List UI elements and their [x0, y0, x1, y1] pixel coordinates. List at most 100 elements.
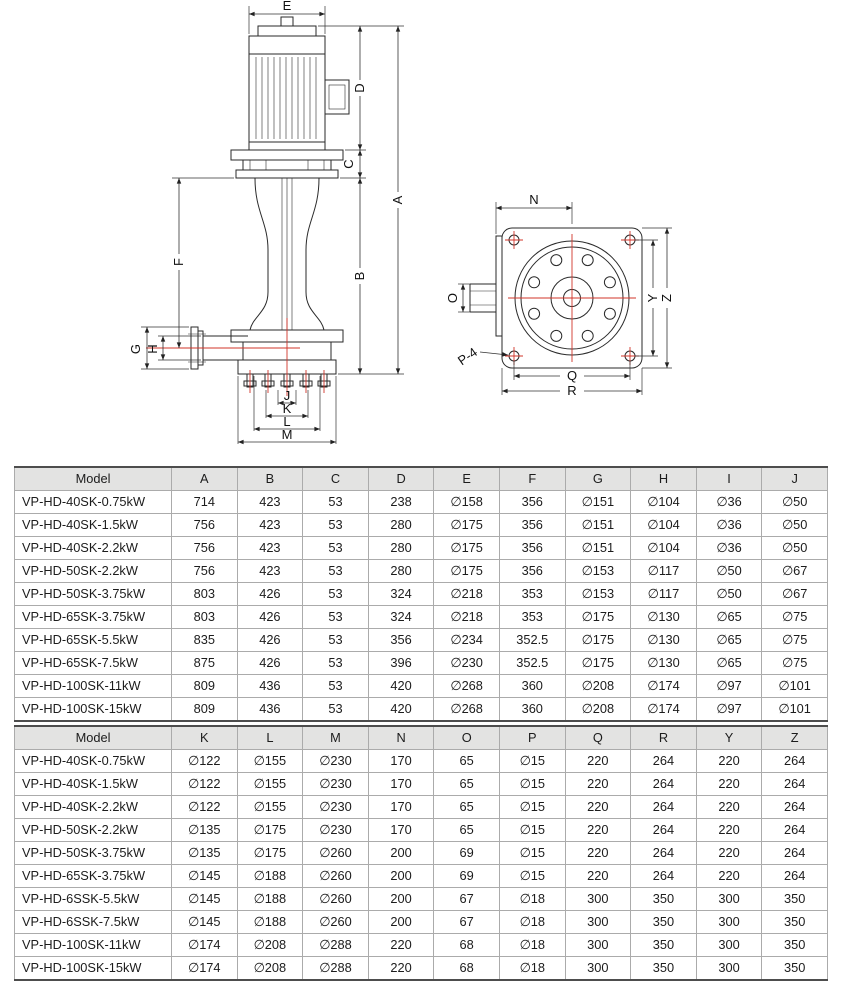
value-cell: 264 — [761, 864, 828, 888]
column-header-c: C — [302, 466, 369, 491]
value-cell: 756 — [171, 513, 238, 537]
value-cell: ∅15 — [498, 795, 566, 819]
dim-label-h: H — [145, 344, 160, 353]
model-cell: VP-HD-50SK-2.2kW — [14, 559, 172, 583]
flange-bolt-holes — [528, 254, 616, 342]
value-cell: ∅101 — [761, 697, 828, 722]
dim-d: D — [352, 25, 367, 150]
pump-side-view: E D C B — [128, 0, 405, 445]
value-cell: ∅117 — [630, 559, 697, 583]
value-cell: 350 — [630, 956, 697, 981]
value-cell: ∅175 — [236, 818, 304, 842]
value-cell: 300 — [695, 933, 763, 957]
value-cell: ∅130 — [630, 628, 697, 652]
value-cell: ∅15 — [498, 864, 566, 888]
callout-label-p4: P-4 — [455, 344, 480, 368]
value-cell: 420 — [367, 674, 435, 698]
value-cell: ∅36 — [695, 513, 763, 537]
value-cell: ∅268 — [433, 697, 500, 722]
value-cell: ∅145 — [171, 864, 238, 888]
value-cell: ∅122 — [171, 772, 238, 796]
value-cell: 68 — [433, 956, 500, 981]
model-cell: VP-HD-100SK-15kW — [14, 956, 172, 981]
value-cell: 350 — [630, 910, 697, 934]
value-cell: ∅230 — [302, 772, 369, 796]
value-cell: ∅174 — [630, 697, 697, 722]
model-cell: VP-HD-40SK-1.5kW — [14, 513, 172, 537]
value-cell: 65 — [433, 749, 500, 773]
value-cell: ∅104 — [630, 490, 697, 514]
value-cell: 220 — [695, 749, 763, 773]
value-cell: ∅18 — [498, 887, 566, 911]
value-cell: ∅75 — [761, 628, 828, 652]
value-cell: ∅208 — [564, 674, 632, 698]
value-cell: ∅145 — [171, 910, 238, 934]
column-header-d: D — [367, 466, 435, 491]
model-cell: VP-HD-6SSK-5.5kW — [14, 887, 172, 911]
dim-y: Y — [635, 239, 660, 357]
value-cell: ∅155 — [236, 772, 304, 796]
value-cell: ∅122 — [171, 749, 238, 773]
column-header-n: N — [367, 725, 435, 750]
value-cell: 53 — [302, 536, 369, 560]
value-cell: 280 — [367, 559, 435, 583]
value-cell: 350 — [761, 910, 828, 934]
value-cell: ∅230 — [433, 651, 500, 675]
value-cell: ∅151 — [564, 513, 632, 537]
column-header-k: K — [171, 725, 238, 750]
flange-centerlines — [508, 234, 636, 362]
dim-m: M — [237, 376, 337, 445]
value-cell: ∅15 — [498, 749, 566, 773]
value-cell: ∅36 — [695, 490, 763, 514]
value-cell: 423 — [236, 490, 304, 514]
column-header-q: Q — [564, 725, 632, 750]
value-cell: 352.5 — [498, 628, 566, 652]
value-cell: 170 — [367, 818, 435, 842]
value-cell: ∅155 — [236, 795, 304, 819]
value-cell: ∅218 — [433, 605, 500, 629]
value-cell: ∅175 — [564, 651, 632, 675]
value-cell: ∅101 — [761, 674, 828, 698]
value-cell: 65 — [433, 795, 500, 819]
value-cell: 67 — [433, 910, 500, 934]
value-cell: ∅50 — [761, 536, 828, 560]
column-header-j: J — [761, 466, 828, 491]
value-cell: ∅175 — [564, 605, 632, 629]
value-cell: ∅260 — [302, 887, 369, 911]
model-cell: VP-HD-50SK-3.75kW — [14, 582, 172, 606]
value-cell: 809 — [171, 674, 238, 698]
value-cell: 220 — [695, 818, 763, 842]
value-cell: 350 — [761, 933, 828, 957]
value-cell: ∅158 — [433, 490, 500, 514]
value-cell: ∅104 — [630, 536, 697, 560]
dim-label-l: L — [283, 414, 290, 429]
column-header-l: L — [236, 725, 304, 750]
value-cell: ∅175 — [433, 513, 500, 537]
value-cell: 170 — [367, 772, 435, 796]
dim-label-o: O — [445, 293, 460, 303]
value-cell: ∅104 — [630, 513, 697, 537]
value-cell: 353 — [498, 582, 566, 606]
flange-face — [508, 234, 636, 362]
column-header-o: O — [433, 725, 500, 750]
value-cell: 53 — [302, 559, 369, 583]
model-cell: VP-HD-100SK-11kW — [14, 674, 172, 698]
value-cell: 356 — [367, 628, 435, 652]
value-cell: 360 — [498, 697, 566, 722]
mounting-flange — [230, 149, 344, 179]
dim-g: G — [128, 326, 189, 370]
value-cell: 300 — [695, 887, 763, 911]
value-cell: 264 — [761, 818, 828, 842]
value-cell: ∅188 — [236, 910, 304, 934]
value-cell: ∅67 — [761, 582, 828, 606]
value-cell: 264 — [630, 818, 697, 842]
